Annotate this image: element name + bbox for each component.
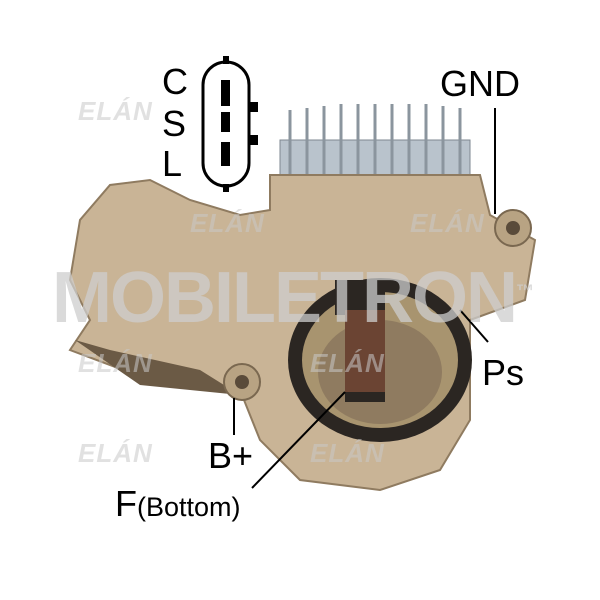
- gnd-label: GND: [440, 63, 520, 104]
- watermark-tile: ELÁN: [78, 96, 153, 126]
- watermark-tile: ELÁN: [78, 438, 153, 468]
- watermark-tile: ELÁN: [78, 348, 153, 378]
- brush-holder-seal: [288, 278, 472, 442]
- watermark-tile: ELÁN: [310, 348, 385, 378]
- pin-label-s: S: [162, 103, 187, 144]
- pin-label-c: C: [162, 61, 188, 102]
- watermark-tile: ELÁN: [410, 208, 485, 238]
- trademark-symbol: ™: [515, 281, 534, 301]
- connector-pinout-icon: [201, 56, 258, 192]
- f-label: F(Bottom): [115, 486, 241, 522]
- ps-label: Ps: [482, 352, 525, 393]
- brand-watermark: MOBILETRON™: [52, 262, 534, 334]
- brand-text: MOBILETRON: [52, 258, 518, 338]
- pin-label-l: L: [162, 143, 183, 184]
- watermark-tile: ELÁN: [190, 208, 265, 238]
- f-note: (Bottom): [137, 492, 241, 522]
- b-plus-label: B+: [208, 435, 254, 476]
- callout-lines: [233, 108, 496, 489]
- watermark-tile: ELÁN: [310, 438, 385, 468]
- f-letter: F: [115, 483, 137, 524]
